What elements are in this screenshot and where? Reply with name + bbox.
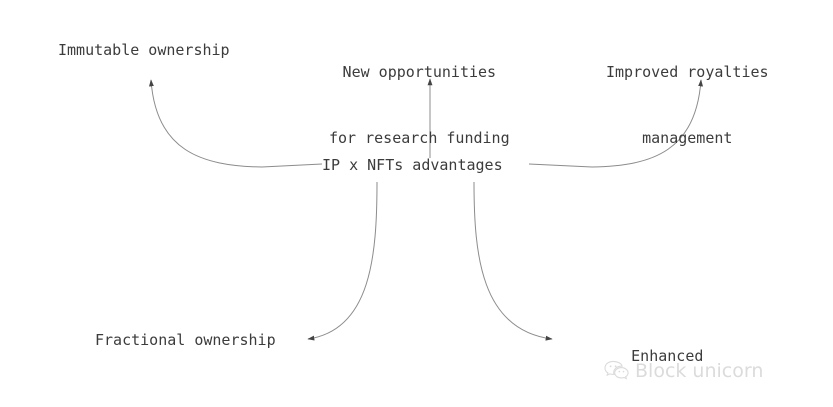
edge-center-stub-left [261,163,323,168]
edge-to-fractional-ownership [307,181,378,341]
node-improved-royalties-management: Improved royalties management [606,17,769,193]
node-label-line-2: for research funding [329,129,510,147]
node-immutable-ownership: Immutable ownership [58,41,230,59]
node-enhanced-authentication-provenance: Enhanced authentication and provenance [586,301,749,407]
node-label-line-1: Improved royalties [606,63,769,81]
node-new-opportunities-research-funding: New opportunities for research funding [329,17,510,193]
edge-to-enhanced-authentication [473,181,553,341]
node-label-line-1: Enhanced [631,347,704,365]
edge-center-stub-right [528,163,593,168]
edge-to-improved-royalties [591,79,703,168]
node-ip-nfts-advantages: IP x NFTs advantages [322,156,503,174]
node-label-line-1: New opportunities [342,63,497,81]
node-label-line-2: management [642,129,733,147]
edge-to-immutable-ownership [149,79,263,168]
node-fractional-ownership: Fractional ownership [95,331,276,349]
